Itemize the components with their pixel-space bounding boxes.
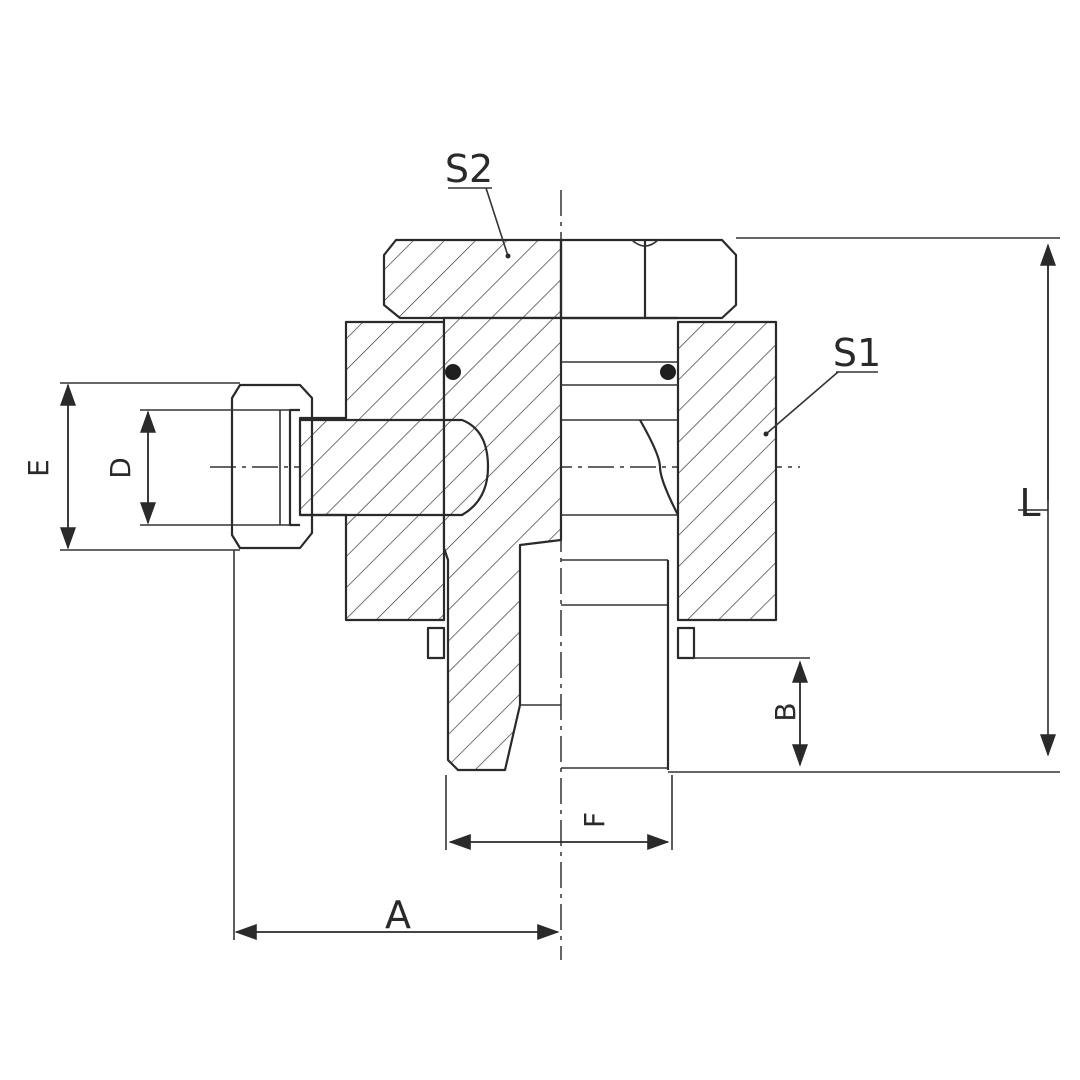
o-rings — [445, 364, 676, 380]
dimension-e — [60, 382, 240, 551]
dimension-d — [140, 409, 290, 526]
leader-s2 — [448, 187, 511, 259]
label-s2: S2 — [445, 147, 493, 191]
side-tube-connector — [230, 383, 490, 550]
bolt-head-s2 — [382, 238, 738, 320]
label-f: F — [578, 812, 611, 828]
banjo-body-right-section — [676, 320, 778, 622]
label-a: A — [385, 893, 411, 937]
dimension-l — [668, 237, 1060, 773]
label-e: E — [22, 459, 55, 477]
leader-s1 — [763, 371, 878, 437]
dimension-f — [445, 775, 673, 850]
dimension-b — [690, 657, 810, 767]
seal-washers — [426, 626, 696, 660]
dimension-a — [233, 550, 560, 940]
banjo-body-left-section — [298, 320, 446, 622]
label-l: L — [1019, 481, 1040, 525]
label-b: B — [769, 702, 802, 721]
label-d: D — [104, 457, 137, 479]
bolt-shank-section — [442, 316, 563, 772]
label-s1: S1 — [833, 331, 881, 375]
bolt-shank-right — [520, 316, 679, 770]
